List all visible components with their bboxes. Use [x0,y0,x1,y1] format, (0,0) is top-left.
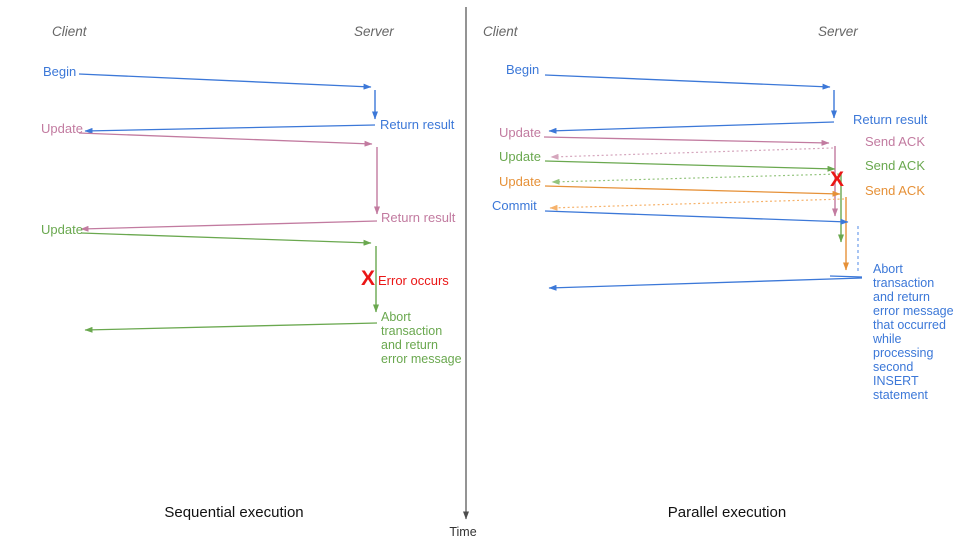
par-ack3-label: Send ACK [865,183,925,198]
par-abort-note: Abort transaction and return error messa… [873,262,954,402]
seq-update1-label: Update [41,121,83,136]
parallel-begin-exchange [544,74,837,134]
par-update2-ack-arrow [551,173,840,185]
par-abort-return-arrow [548,277,863,291]
par-ack1-label: Send ACK [865,134,925,149]
parallel-commit-exchange [544,210,863,291]
seq-update2-request-arrow [80,232,372,246]
par-ack2-label: Send ACK [865,158,925,173]
par-server-end-line [829,275,863,278]
parallel-update3-exchange [544,185,849,271]
seq-update2-label: Update [41,222,83,237]
parallel-update1-exchange [543,136,838,217]
seq-error-label: Error occurs [378,273,449,288]
seq-begin-request-arrow [78,73,372,90]
par-begin-return-arrow [548,121,835,134]
par-update2-label: Update [499,149,541,164]
seq-abort-note: Abort transaction and return error messa… [381,310,462,366]
sequential-update2-exchange [80,232,379,333]
par-commit-request-arrow [544,210,849,225]
seq-return1-label: Return result [380,117,455,132]
sequential-update1-exchange [78,132,380,232]
par-return-label: Return result [853,112,928,127]
seq-update1-request-arrow [78,132,373,147]
seq-caption: Sequential execution [164,504,304,521]
seq-begin-return-arrow [84,124,376,134]
seq-client-header: Client [52,24,87,39]
seq-begin-label: Begin [43,64,77,79]
seq-error-x-mark: X [361,267,376,290]
par-commit-label: Commit [492,198,537,213]
par-update3-request-arrow [544,185,841,197]
seq-update1-return-arrow [80,220,378,232]
par-update1-request-arrow [543,136,830,146]
par-client-header: Client [483,24,518,39]
par-begin-label: Begin [506,62,540,77]
par-update1-ack-arrow [550,147,834,160]
parallel-update2-exchange [544,160,844,243]
par-update3-ack-arrow [549,198,845,211]
par-begin-request-arrow [544,74,831,90]
seq-server-header: Server [354,24,394,39]
sequential-begin-exchange [78,73,378,134]
par-update3-label: Update [499,174,541,189]
par-update2-request-arrow [544,160,836,172]
par-server-header: Server [818,24,858,39]
par-caption: Parallel execution [667,504,787,521]
par-update1-label: Update [499,125,541,140]
par-error-x-mark: X [830,168,845,191]
seq-update2-return-arrow [84,322,378,333]
time-axis-label: Time [449,525,477,539]
seq-return2-label: Return result [381,210,456,225]
